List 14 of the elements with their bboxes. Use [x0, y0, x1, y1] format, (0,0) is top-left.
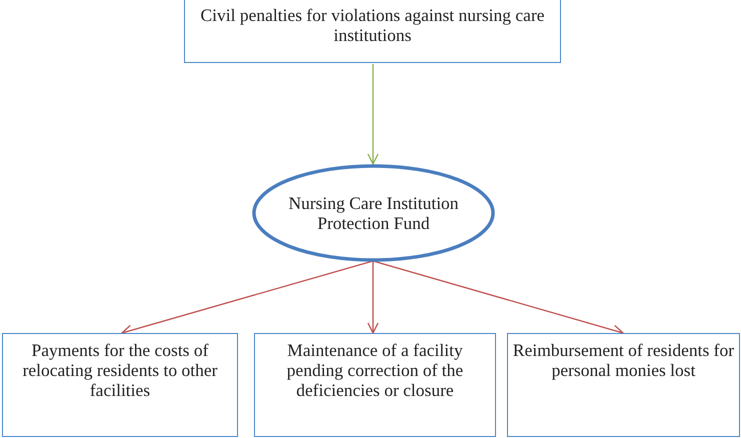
node-text: Reimbursement of residents for personal monies lost	[512, 340, 735, 380]
arrow	[367, 64, 379, 165]
node-text: Payments for the costs of relocating residents to other facilities	[22, 340, 218, 400]
text-box	[184, 0, 561, 63]
ellipse-node	[252, 164, 495, 262]
arrow	[372, 260, 624, 336]
text-box	[254, 333, 496, 437]
node-text: Civil penalties for violations against nursing care institutions	[199, 5, 546, 45]
node-text: Maintenance of a facility pending correction of the deficiencies or closure	[286, 340, 464, 400]
text-box	[507, 333, 740, 437]
text-box	[2, 333, 238, 437]
node-text: Nursing Care Institution Protection Fund	[287, 193, 460, 233]
arrow	[367, 261, 379, 334]
arrow	[121, 260, 374, 336]
